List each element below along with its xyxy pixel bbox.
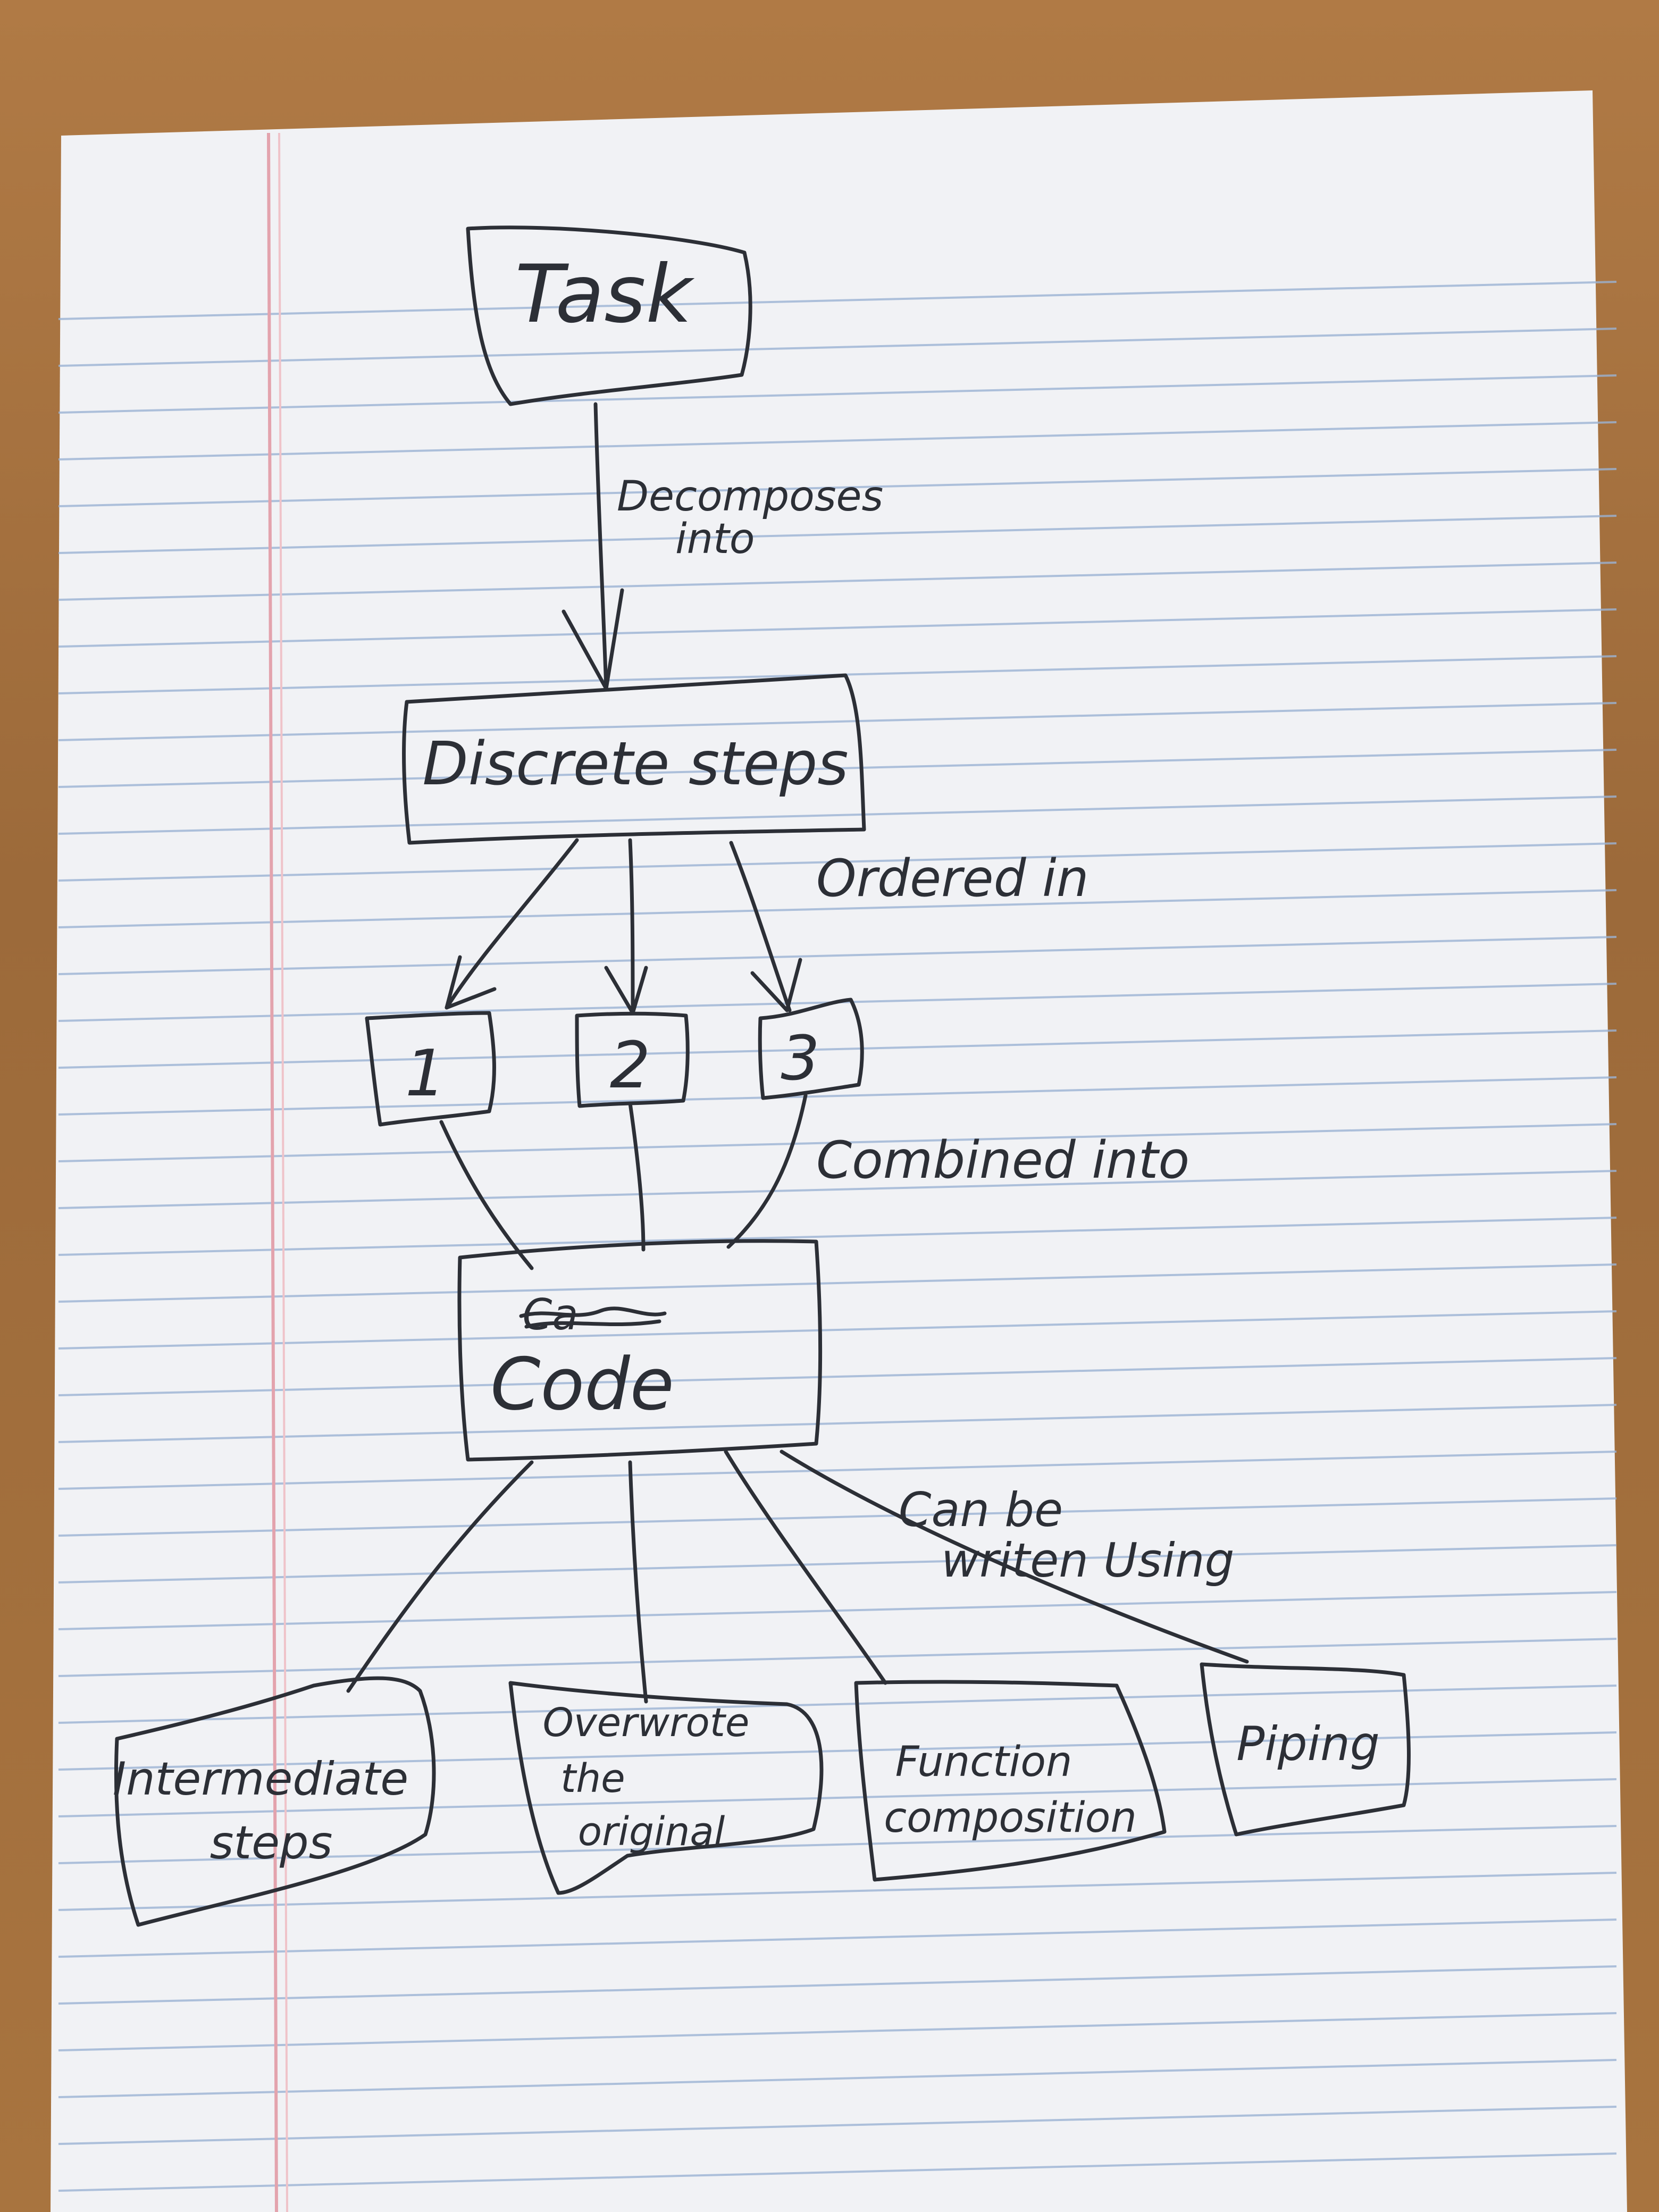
edge-label-combined: Combined into: [816, 1130, 1189, 1190]
ruled-line: [58, 749, 1617, 788]
edge-label-can-be-line2: writen Using: [941, 1533, 1234, 1588]
node-piping-box: [1200, 1662, 1411, 1837]
ruled-line: [58, 889, 1617, 928]
ruled-line: [58, 1872, 1617, 1911]
ruled-line: [58, 795, 1617, 835]
node-intermediate-line2: steps: [210, 1816, 333, 1870]
ruled-line: [58, 1544, 1617, 1583]
ruled-line: [58, 1451, 1617, 1490]
arrowhead-step3: [750, 958, 802, 1012]
node-function-composition-box: [854, 1680, 1167, 1882]
ruled-line: [58, 1778, 1617, 1817]
ruled-line: [58, 842, 1617, 882]
ruled-line: [58, 1404, 1617, 1443]
ruled-line: [58, 1591, 1617, 1630]
ruled-line: [58, 1825, 1617, 1864]
ruled-line: [58, 1357, 1617, 1396]
ruled-line: [58, 2152, 1617, 2192]
ruled-line: [58, 515, 1617, 554]
node-code-box: [457, 1239, 822, 1462]
node-function-line1: Function: [895, 1738, 1073, 1786]
node-step-3-label: 3: [781, 1023, 819, 1094]
margin-line-2: [278, 132, 288, 2212]
node-step-3-box: [758, 998, 864, 1100]
node-overwrote-line1: Overwrote: [543, 1700, 750, 1746]
ruled-line: [58, 1638, 1617, 1677]
ruled-line: [58, 1123, 1617, 1162]
ruled-line: [58, 562, 1617, 601]
ruled-line: [58, 374, 1617, 414]
node-code-label: Code: [490, 1343, 674, 1426]
node-overwrote-line3: original: [578, 1809, 725, 1855]
ruled-line: [58, 2012, 1617, 2051]
node-overwrote-line2: the: [560, 1756, 625, 1802]
ruled-line: [58, 608, 1617, 648]
node-discrete-steps-label: Discrete steps: [422, 730, 848, 799]
edge-code-to-intermediate: [346, 1460, 534, 1693]
arrowhead-discrete: [562, 588, 624, 691]
arrowhead-step1: [445, 955, 497, 1010]
node-function-line2: composition: [884, 1794, 1137, 1842]
edge-discrete-to-step3: [729, 841, 792, 1012]
edge-step3-to-code: [726, 1093, 808, 1249]
paper-sheet: [51, 90, 1627, 2212]
ruled-line: [58, 1497, 1617, 1537]
node-task-label: Task: [515, 248, 695, 341]
edge-step1-to-code: [439, 1120, 534, 1270]
ruled-line: [58, 1263, 1617, 1303]
ruled-line: [58, 702, 1617, 741]
edge-code-to-piping: [780, 1449, 1249, 1664]
ruled-line: [58, 1918, 1617, 1958]
ruled-line: [58, 468, 1617, 507]
edge-label-decomposes-line1: Decomposes: [617, 473, 883, 521]
node-piping-label: Piping: [1236, 1716, 1379, 1771]
node-intermediate-line1: Intermediate: [113, 1753, 408, 1806]
ruled-lines: [58, 281, 1617, 2192]
ruled-line: [58, 1029, 1617, 1069]
node-step-2-box: [575, 1011, 690, 1108]
node-step-1-box: [365, 1011, 496, 1127]
edge-label-decomposes-line2: into: [675, 515, 755, 563]
ruled-line: [58, 1310, 1617, 1350]
ruled-line: [58, 1685, 1617, 1724]
margin-line: [267, 132, 278, 2212]
edge-label-can-be-line1: Can be: [899, 1482, 1063, 1537]
ruled-line: [58, 1965, 1617, 2005]
node-step-2-label: 2: [610, 1029, 650, 1103]
edge-step2-to-code: [628, 1101, 646, 1252]
ruled-line: [58, 936, 1617, 975]
edge-label-ordered: Ordered in: [816, 849, 1089, 908]
ruled-line: [58, 1731, 1617, 1771]
ruled-line: [58, 421, 1617, 460]
ruled-line: [58, 1076, 1617, 1116]
edge-discrete-to-step2: [628, 838, 635, 1015]
node-intermediate-steps-box: [114, 1676, 436, 1927]
node-discrete-steps-box: [402, 673, 866, 845]
edge-task-to-discrete: [593, 402, 608, 691]
strike-through-scribble: [519, 1306, 667, 1329]
node-overwrote-box: [508, 1681, 824, 1895]
edge-code-to-function: [724, 1449, 887, 1685]
edge-discrete-to-step1: [445, 838, 579, 1010]
ruled-line: [58, 2106, 1617, 2145]
ruled-line: [58, 1170, 1617, 1209]
node-step-1-label: 1: [405, 1037, 446, 1111]
ruled-line: [58, 328, 1617, 367]
node-task-box: [466, 225, 752, 406]
ruled-line: [58, 1217, 1617, 1256]
edge-code-to-overwrote: [628, 1460, 648, 1704]
ruled-line: [58, 281, 1617, 320]
arrowhead-step2: [604, 966, 648, 1015]
ruled-line: [58, 2059, 1617, 2098]
